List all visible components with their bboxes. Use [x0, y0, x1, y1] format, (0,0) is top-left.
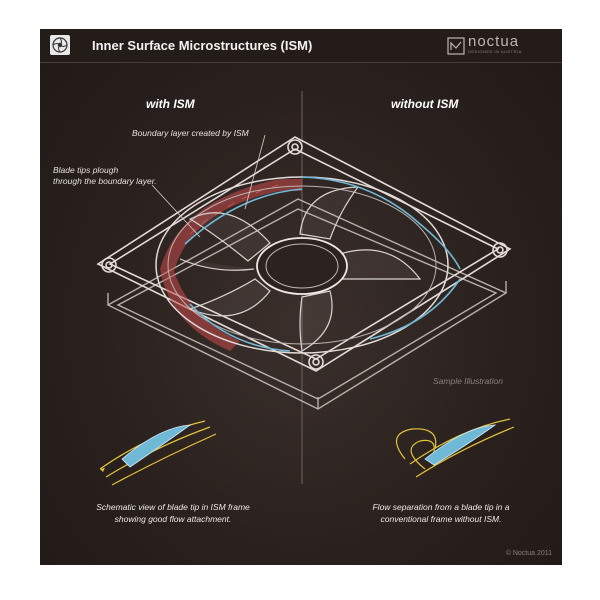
blade-tips-note-line1: Blade tips plough [53, 165, 119, 175]
with-ism-label: with ISM [146, 97, 195, 111]
left-caption: Schematic view of blade tip in ISM frame… [68, 501, 278, 525]
inner-ring-lip [167, 185, 437, 345]
right-caption-line2: conventional frame without ISM. [380, 514, 502, 524]
without-ism-label: without ISM [391, 97, 459, 111]
fan-frame-bottom [106, 198, 508, 410]
schematic-without-ism [396, 418, 515, 478]
brand-name: noctua [468, 33, 520, 50]
fan-logo-icon [50, 35, 70, 55]
page-title: Inner Surface Microstructures (ISM) [92, 38, 313, 53]
right-caption: Flow separation from a blade tip in a co… [336, 501, 546, 525]
blade-tips-note-line2: through the boundary layer. [53, 176, 157, 186]
ism-infographic: Inner Surface Microstructures (ISM) noct… [40, 29, 562, 565]
title-bar: Inner Surface Microstructures (ISM) noct… [40, 29, 562, 63]
brand-tagline: DESIGNED IN AUSTRIA [468, 49, 522, 54]
fan-illustration [96, 91, 515, 486]
right-caption-line1: Flow separation from a blade tip in a [372, 502, 510, 512]
fan-blades [179, 186, 422, 352]
boundary-layer-note: Boundary layer created by ISM [132, 128, 249, 138]
sample-illustration-note: Sample Illustration [433, 376, 503, 386]
schematic-with-ism [99, 420, 217, 486]
left-caption-line1: Schematic view of blade tip in ISM frame [96, 502, 250, 512]
copyright: © Noctua 2011 [505, 550, 552, 557]
fan-hub [256, 237, 348, 295]
annotation-pointers [151, 134, 266, 238]
noctua-logo-icon [447, 37, 465, 55]
brand-logo: noctua DESIGNED IN AUSTRIA [446, 33, 554, 58]
left-caption-line2: showing good flow attachment. [114, 514, 232, 524]
